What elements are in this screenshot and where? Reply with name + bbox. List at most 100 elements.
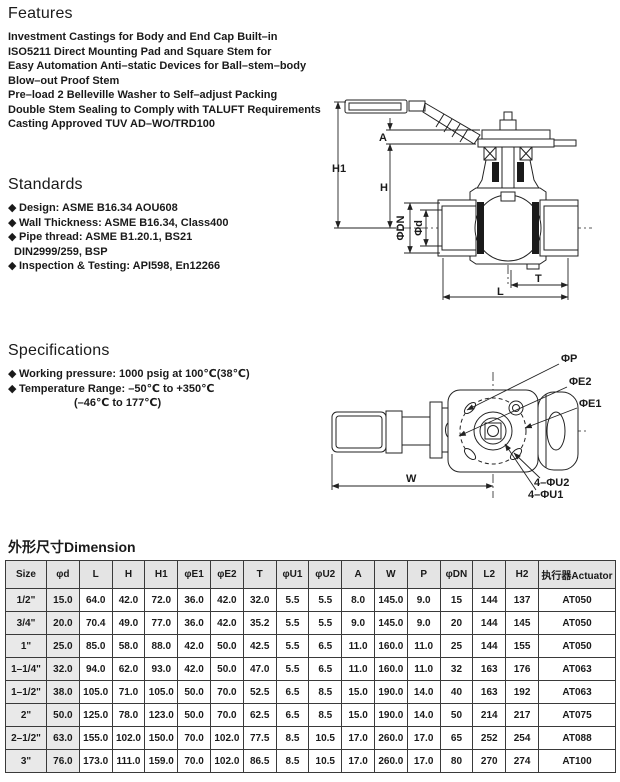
table-cell: 78.0	[111, 703, 146, 727]
table-cell: 62.0	[111, 657, 146, 681]
column-header: φU2	[308, 560, 343, 589]
table-cell: 260.0	[373, 726, 408, 750]
table-cell: 145.0	[373, 588, 408, 612]
end-port	[546, 411, 566, 451]
table-cell: 160.0	[373, 657, 408, 681]
table-cell: 1–1/2"	[5, 680, 47, 704]
table-cell: 50	[439, 703, 474, 727]
features-section: Features Investment Castings for Body an…	[8, 5, 321, 132]
table-cell: AT050	[538, 588, 616, 612]
column-header: W	[373, 560, 408, 589]
specification-item-text: Temperature Range: –50℃ to +350℃	[19, 382, 215, 395]
table-cell: 254	[505, 726, 539, 750]
table-cell: 32.0	[242, 588, 277, 612]
table-cell: 40	[439, 680, 474, 704]
table-cell: 70.0	[209, 680, 244, 704]
table-cell: 9.0	[406, 588, 441, 612]
table-cell: 1"	[5, 634, 47, 658]
table-cell: 214	[472, 703, 507, 727]
table-cell: 11.0	[406, 657, 441, 681]
table-cell: 20	[439, 611, 474, 635]
table-cell: 42.0	[177, 657, 211, 681]
table-cell: 5.5	[275, 588, 310, 612]
column-header: H1	[144, 560, 179, 589]
table-cell: 70.0	[177, 749, 211, 773]
table-cell: 150.0	[144, 726, 179, 750]
dim-label-e2: ΦE2	[569, 376, 591, 388]
table-cell: 88.0	[144, 634, 179, 658]
table-cell: 32.0	[46, 657, 80, 681]
column-header: φE1	[177, 560, 211, 589]
table-cell: 42.0	[111, 588, 146, 612]
valve-body	[437, 187, 579, 270]
table-cell: 15.0	[46, 588, 80, 612]
table-cell: 42.0	[177, 634, 211, 658]
table-cell: AT050	[538, 634, 616, 658]
table-cell: AT063	[538, 680, 616, 704]
table-cell: 76.0	[46, 749, 80, 773]
column-header: 执行器Actuator	[538, 560, 616, 589]
standards-item-continuation: DIN2999/259, BSP	[8, 245, 229, 260]
standards-item-text: Design: ASME B16.34 AOU608	[19, 202, 178, 214]
table-cell: AT075	[538, 703, 616, 727]
body-top-view	[447, 389, 579, 473]
ball	[474, 194, 542, 262]
table-cell: 144	[472, 611, 507, 635]
table-cell: 8.5	[308, 703, 343, 727]
table-cell: 260.0	[373, 749, 408, 773]
table-cell: 70.4	[78, 611, 113, 635]
ball-seat-left	[477, 202, 484, 254]
table-cell: 1–1/4"	[5, 657, 47, 681]
feature-line: Double Stem Sealing to Comply with TALUF…	[8, 103, 321, 116]
table-cell: 20.0	[46, 611, 80, 635]
dim-label-e1: ΦE1	[579, 398, 601, 410]
feature-line: ISO5211 Direct Mounting Pad and Square S…	[8, 45, 272, 58]
table-cell: 10.5	[308, 749, 343, 773]
standards-item: ◆Inspection & Testing: API598, En12266	[8, 259, 229, 274]
table-cell: 144	[472, 588, 507, 612]
dim-label-h1: H1	[332, 163, 346, 175]
feature-line: Investment Castings for Body and End Cap…	[8, 31, 278, 43]
table-cell: 50.0	[177, 680, 211, 704]
table-cell: 5.5	[275, 634, 310, 658]
table-cell: 25	[439, 634, 474, 658]
table-cell: 190.0	[373, 680, 408, 704]
bolt-slot	[463, 447, 477, 461]
table-cell: 36.0	[177, 588, 211, 612]
table-cell: 17.0	[341, 726, 375, 750]
table-cell: AT063	[538, 657, 616, 681]
table-cell: 192	[505, 680, 539, 704]
table-cell: 64.0	[78, 588, 113, 612]
table-cell: 77.5	[242, 726, 277, 750]
table-cell: 32	[439, 657, 474, 681]
dimension-lines	[334, 101, 569, 300]
table-cell: 14.0	[406, 703, 441, 727]
table-cell: 274	[505, 749, 539, 773]
valve-handle	[344, 99, 481, 145]
table-cell: 77.0	[144, 611, 179, 635]
table-cell: 49.0	[111, 611, 146, 635]
column-header: H2	[505, 560, 539, 589]
table-cell: 17.0	[406, 749, 441, 773]
standards-item-text: Inspection & Testing: API598, En12266	[19, 260, 221, 272]
table-cell: 11.0	[341, 634, 375, 658]
table-cell: 217	[505, 703, 539, 727]
table-cell: 159.0	[144, 749, 179, 773]
stem-assembly	[475, 111, 577, 193]
table-cell: 9.0	[341, 611, 375, 635]
dim-label-l: L	[497, 286, 504, 298]
table-cell: 86.5	[242, 749, 277, 773]
diamond-bullet-icon: ◆	[8, 216, 17, 229]
table-cell: 15.0	[341, 680, 375, 704]
column-header: Size	[5, 560, 47, 589]
diamond-bullet-icon: ◆	[8, 368, 17, 380]
diamond-bullet-icon: ◆	[8, 382, 17, 395]
table-cell: 8.0	[341, 588, 375, 612]
table-cell: 70.0	[209, 703, 244, 727]
